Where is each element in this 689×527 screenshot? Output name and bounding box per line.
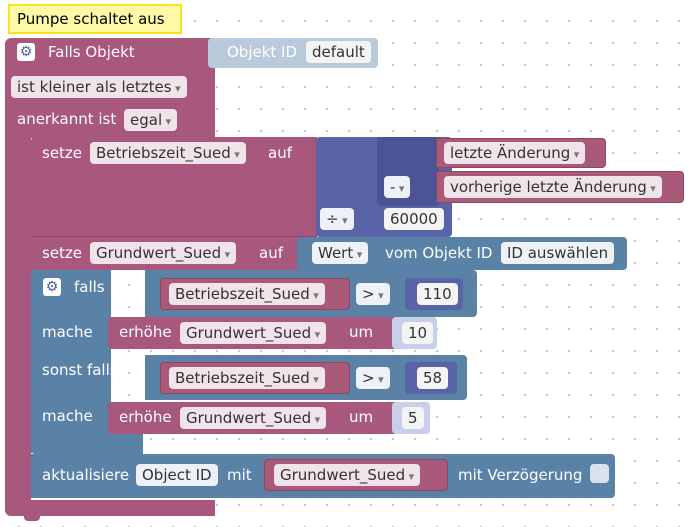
gear-icon[interactable]: ⚙ [17,43,35,61]
inc1-label: erhöhe [119,323,172,341]
cond1-var-dropdown[interactable]: Betriebszeit_Sued [169,283,325,305]
object-id-value[interactable]: default [306,41,371,63]
set2-variable[interactable]: Grundwert_Sued [90,242,237,264]
ack-label: anerkannt ist [17,110,117,128]
if-label: falls [74,278,105,296]
delay-checkbox[interactable] [590,464,609,483]
elseif-label: sonst falls [42,361,118,379]
inc2-variable[interactable]: Grundwert_Sued [180,407,327,429]
object-id-field[interactable]: Object ID [136,464,218,486]
do1-label: mache [42,323,93,341]
do2-label: mache [42,407,93,425]
set1-variable[interactable]: Betriebszeit_Sued [90,142,246,164]
inc2-label: erhöhe [119,408,172,426]
cond2-operator[interactable]: > [356,367,390,389]
comment-text: Pumpe schaltet aus [17,10,165,28]
cond2-var-dropdown[interactable]: Betriebszeit_Sued [169,367,325,389]
set2-to: auf [259,244,283,262]
divide-operator[interactable]: ÷ [320,208,354,230]
cond1-value[interactable]: 110 [417,283,458,305]
update-with: mit [227,466,252,484]
set1-to: auf [268,144,292,162]
value-dropdown[interactable]: Wert [312,242,369,264]
divisor-value[interactable]: 60000 [384,208,444,230]
update-var-dropdown[interactable]: Grundwert_Sued [274,464,421,486]
update-label: aktualisiere [42,466,130,484]
set1-label: setze [42,144,83,162]
event-block-bottom [5,500,215,516]
from-object-label: vom Objekt ID [385,244,493,262]
comment-bubble[interactable]: Pumpe schaltet aus [8,4,182,34]
delay-label: mit Verzögerung [458,466,583,484]
prev-change-dropdown[interactable]: vorherige letzte Änderung [444,176,662,198]
minus-operator[interactable]: - [384,176,411,198]
set2-label: setze [42,244,83,262]
select-id-field[interactable]: ID auswählen [501,242,615,264]
cond2-value[interactable]: 58 [417,367,449,389]
ack-dropdown[interactable]: egal [124,109,178,131]
inc2-by: um [349,408,374,426]
event-block-spine [5,130,31,510]
event-block-tab [24,514,40,521]
inc1-value[interactable]: 10 [402,322,434,344]
object-id-label: Objekt ID [227,43,298,61]
gear-icon[interactable]: ⚙ [43,278,61,296]
condition-dropdown[interactable]: ist kleiner als letztes [11,76,187,98]
inc1-variable[interactable]: Grundwert_Sued [180,322,327,344]
inc1-by: um [349,323,374,341]
cond1-operator[interactable]: > [356,283,390,305]
last-change-dropdown[interactable]: letzte Änderung [444,142,586,164]
inc2-value[interactable]: 5 [402,407,424,429]
if-block-bottom [31,434,143,454]
trigger-title: Falls Objekt [48,43,135,61]
